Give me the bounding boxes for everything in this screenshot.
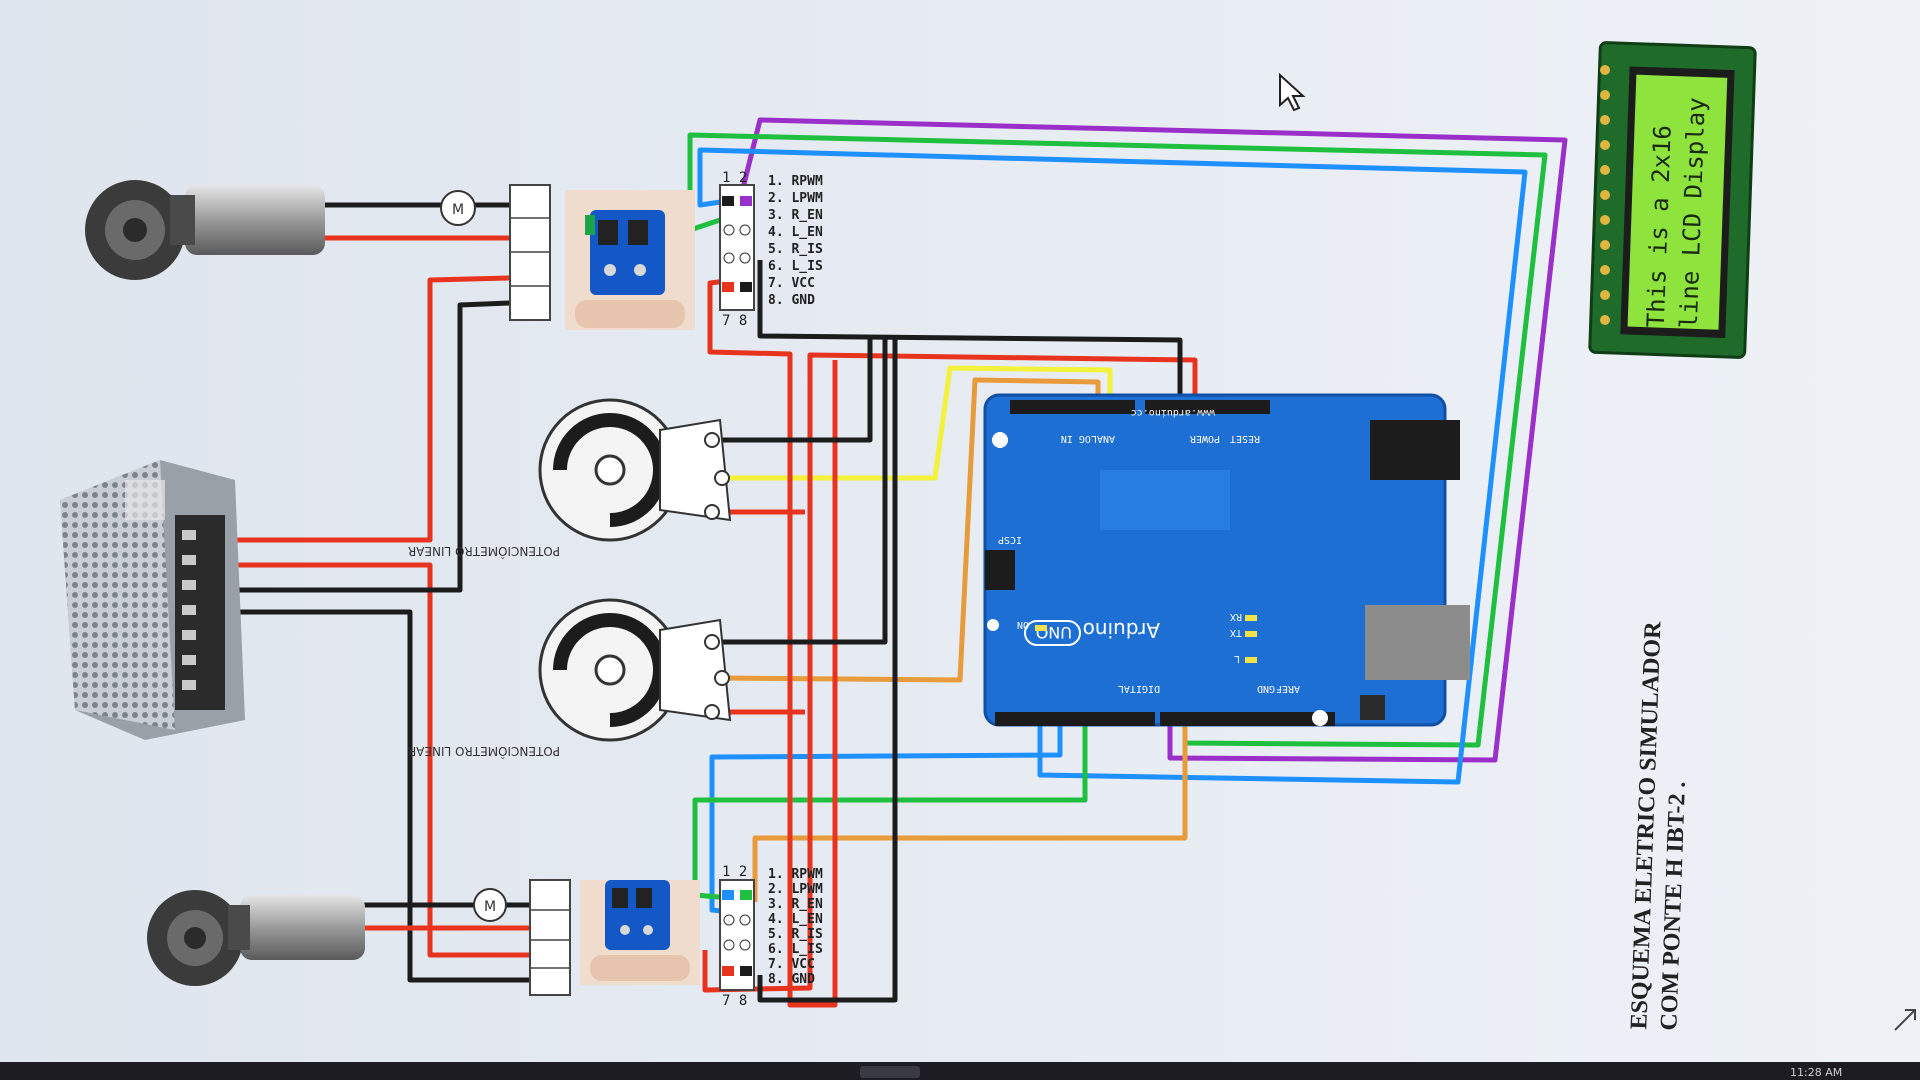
driver-pin-label: 3. R_EN bbox=[768, 208, 823, 223]
power-supply bbox=[60, 460, 245, 740]
driver-pin-label: 4. L_EN bbox=[768, 912, 823, 927]
potentiometer-1-label: POTENCIÔMETRO LINEAR bbox=[408, 544, 560, 559]
arduino-aref-label: AREF bbox=[1276, 683, 1300, 694]
driver-pin-label: 8. GND bbox=[768, 293, 815, 308]
wire-psu-red1 bbox=[210, 275, 511, 543]
driver-pin-label: 1. RPWM bbox=[768, 867, 823, 882]
driver-pin-labels-top: 1. RPWM 2. LPWM 3. R_EN 4. L_EN 5. R_IS 6. L_… bbox=[768, 174, 823, 308]
arduino-uno: Arduino UNO ANALOG IN POWER www.arduino.… bbox=[983, 393, 1470, 727]
wire-psu-red2 bbox=[210, 562, 530, 958]
wire-black-gnd2 bbox=[757, 336, 898, 1003]
arduino-icsp-label: ICSP bbox=[998, 534, 1022, 545]
driver-pin-label: 8. GND bbox=[768, 972, 815, 987]
driver-pin-label: 1. RPWM bbox=[768, 174, 823, 189]
wire-red-driver bbox=[707, 277, 838, 1008]
driver-header-bottom-label: 1 2 bbox=[722, 864, 747, 880]
arduino-tx-label: TX bbox=[1230, 627, 1242, 638]
wire-psu-black1 bbox=[210, 300, 511, 593]
arduino-reset-label: RESET bbox=[1230, 433, 1260, 444]
driver-pin-header-top: 1 2 7 8 bbox=[719, 170, 755, 329]
dc-motor-top bbox=[85, 180, 325, 280]
driver-pin-label: 2. LPWM bbox=[768, 882, 823, 897]
taskbar: 11:28 AM bbox=[0, 1062, 1920, 1080]
potentiometer-2-label: POTENCIÔMETRO LINEAR bbox=[408, 744, 560, 759]
motor-terminal-top: M bbox=[440, 184, 551, 321]
wire-orange bbox=[719, 377, 1101, 683]
driver-pin-label: 6. L_IS bbox=[768, 942, 823, 957]
driver-header-top-label: 1 2 bbox=[722, 170, 747, 186]
expand-icon[interactable] bbox=[1894, 1009, 1916, 1031]
driver-pin-label: 5. R_IS bbox=[768, 242, 823, 257]
ibt2-module-bottom bbox=[580, 880, 700, 985]
lcd-module: This is a 2x16 line LCD Display bbox=[1588, 41, 1757, 359]
arduino-digital-label: DIGITAL bbox=[1118, 683, 1160, 694]
arduino-power-label: POWER bbox=[1189, 433, 1220, 444]
arduino-brand: Arduino bbox=[1083, 618, 1160, 642]
arduino-rx-label: RX bbox=[1230, 611, 1242, 622]
driver-pin-label: 7. VCC bbox=[768, 957, 815, 972]
driver-footer-top-label: 7 8 bbox=[722, 313, 747, 329]
arduino-site: www.arduino.cc bbox=[1131, 407, 1215, 418]
wire-black-pot2 bbox=[720, 336, 888, 645]
svg-text:M: M bbox=[452, 202, 464, 218]
wire-psu-black2 bbox=[210, 609, 530, 983]
arduino-analog-label: ANALOG IN bbox=[1061, 433, 1115, 444]
ibt2-module-top bbox=[565, 190, 695, 330]
driver-pin-label: 5. R_IS bbox=[768, 927, 823, 942]
wire-blue-top bbox=[697, 147, 1528, 785]
driver-pin-label: 6. L_IS bbox=[768, 259, 823, 274]
wire-red-5v bbox=[702, 352, 1198, 993]
taskbar-app-button[interactable] bbox=[860, 1066, 920, 1078]
dc-motor-bottom bbox=[147, 890, 365, 986]
driver-pin-label: 7. VCC bbox=[768, 276, 815, 291]
wire-blue-bottom bbox=[709, 720, 1063, 915]
arduino-l-label: L bbox=[1234, 653, 1240, 664]
driver-footer-bottom-label: 7 8 bbox=[722, 993, 747, 1009]
wire-purple bbox=[737, 117, 1568, 763]
potentiometer-1: POTENCIÔMETRO LINEAR bbox=[408, 398, 732, 559]
arduino-gnd-label: GND bbox=[1257, 683, 1275, 694]
taskbar-clock: 11:28 AM bbox=[1790, 1066, 1842, 1079]
wires bbox=[210, 117, 1568, 1008]
wire-black-pot1 bbox=[720, 336, 873, 443]
wire-black-gnd bbox=[757, 260, 1183, 400]
motor-terminal-bottom: M bbox=[473, 879, 571, 996]
potentiometer-2: POTENCIÔMETRO LINEAR bbox=[408, 598, 732, 759]
mouse-cursor-icon bbox=[1279, 72, 1306, 112]
wire-green-bottom bbox=[692, 720, 1088, 901]
driver-pin-label: 2. LPWM bbox=[768, 191, 823, 206]
driver-pin-label: 3. R_EN bbox=[768, 897, 823, 912]
arduino-on-label: ON bbox=[1017, 619, 1029, 630]
driver-pin-label: 4. L_EN bbox=[768, 225, 823, 240]
wire-yellow bbox=[720, 365, 1113, 481]
svg-text:M: M bbox=[484, 899, 496, 915]
wire-orange-bottom bbox=[752, 725, 1188, 902]
driver-pin-header-bottom: 1 2 7 8 bbox=[719, 864, 755, 1009]
